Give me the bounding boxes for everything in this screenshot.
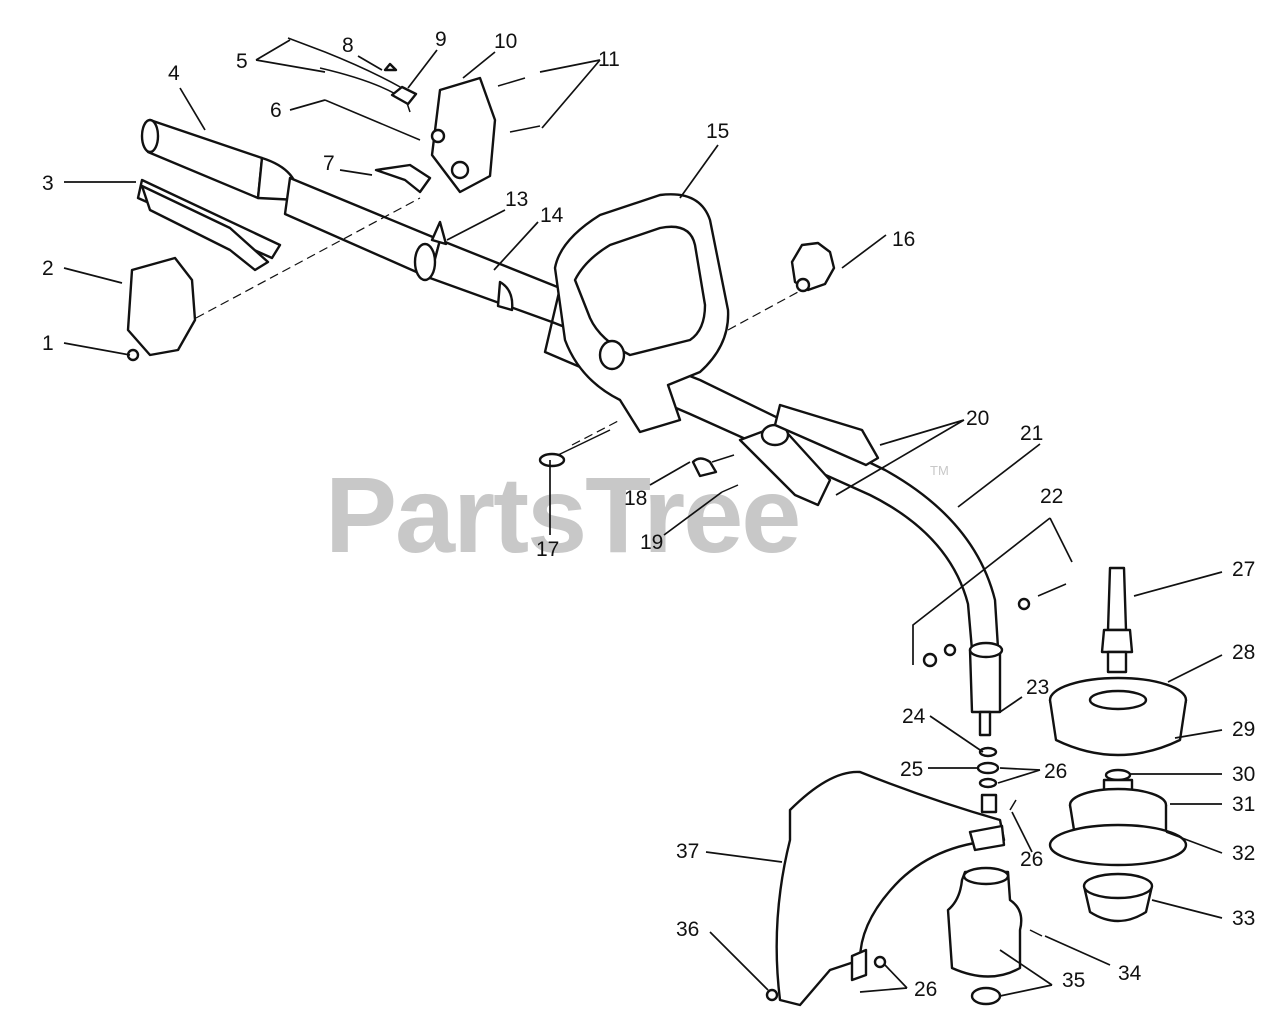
clamp-and-sleeve	[413, 220, 514, 312]
callout-label: 11	[598, 48, 620, 71]
bracket-clamp	[691, 403, 880, 507]
gear-housing	[946, 866, 1043, 1006]
callout-label: 8	[342, 34, 354, 57]
callout-label: 25	[900, 758, 923, 781]
callout-label: 35	[1062, 969, 1085, 992]
callout-label: 22	[1040, 485, 1063, 508]
alignment-line	[195, 197, 421, 319]
callout-label: 5	[236, 50, 248, 73]
callout-label: 16	[892, 228, 915, 251]
callout-label: 34	[1118, 962, 1142, 985]
callout-label: 4	[168, 62, 180, 85]
head-bolts	[922, 583, 1067, 668]
callout-label: 26	[1044, 760, 1067, 783]
callout-label: 18	[624, 487, 647, 510]
callout-label: 13	[505, 188, 528, 211]
throttle-trigger	[136, 178, 282, 272]
callout-label: 7	[323, 152, 335, 175]
callout-label: 24	[902, 705, 926, 728]
callout-label: 32	[1232, 842, 1255, 865]
callout-label: 3	[42, 172, 54, 195]
trimmer-head	[1048, 566, 1188, 923]
callout-label: 17	[536, 538, 559, 561]
callout-label: 26	[914, 978, 937, 1001]
housing-cover	[126, 256, 197, 357]
callout-label: 29	[1232, 718, 1255, 741]
callout-label: 15	[706, 120, 729, 143]
callout-label: 30	[1232, 763, 1255, 786]
grass-shield	[765, 770, 1006, 1007]
callout-label: 14	[540, 204, 564, 227]
alignment-line	[727, 291, 799, 331]
callout-label: 1	[42, 332, 54, 355]
callout-label: 9	[435, 28, 447, 51]
callout-label: 26	[1020, 848, 1043, 871]
handle-knob	[790, 241, 836, 293]
callout-label: 2	[42, 257, 54, 280]
alignment-line	[571, 419, 621, 446]
callout-label: 31	[1232, 793, 1255, 816]
callout-label: 19	[640, 531, 663, 554]
callout-label: 28	[1232, 641, 1255, 664]
callout-label: 21	[1020, 422, 1043, 445]
callout-label: 36	[676, 918, 699, 941]
assist-handle	[553, 193, 730, 434]
watermark-trademark: TM	[930, 463, 949, 478]
shaft-internals	[976, 746, 1017, 814]
leader-lines	[63, 39, 1223, 997]
callout-label: 37	[676, 840, 699, 863]
callout-label: 33	[1232, 907, 1255, 930]
callout-labels: 1 2 3 4 5 6 7 8 9 10 11 13 14 15 16 17 1…	[42, 28, 1255, 1001]
watermark: PartsTree	[325, 454, 799, 575]
callout-label: 6	[270, 99, 282, 122]
throttle-assembly	[287, 37, 541, 194]
callout-label: 27	[1232, 558, 1255, 581]
callout-label: 20	[966, 407, 989, 430]
carriage-bolt	[538, 429, 611, 468]
callout-label: 23	[1026, 676, 1049, 699]
callout-label: 10	[494, 30, 517, 53]
